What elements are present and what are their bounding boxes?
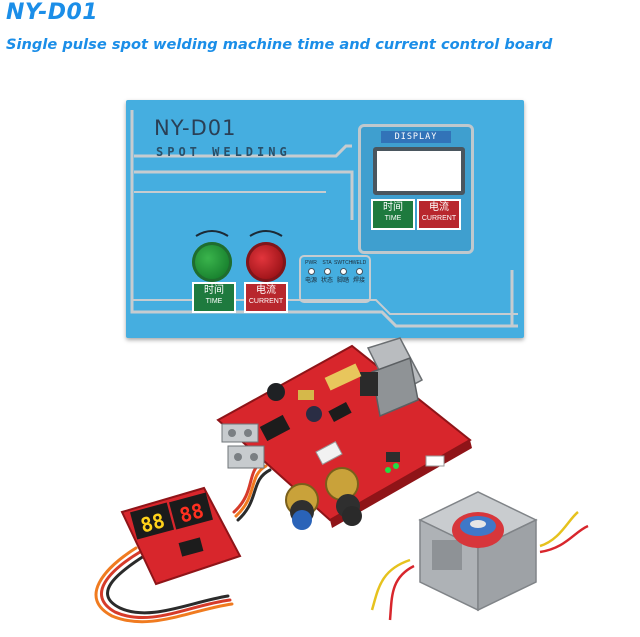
panel-stripes — [130, 110, 518, 328]
led-weld-label: WELD — [351, 260, 367, 266]
led-swtch-indicator — [339, 268, 347, 275]
led-swtch-cn: 脚踏 — [336, 277, 349, 284]
current-button-en: CURRENT — [248, 298, 284, 305]
control-pcb — [216, 337, 472, 530]
time-knob[interactable] — [192, 242, 232, 282]
led-pwr-cn: 电源 — [304, 277, 317, 284]
time-button-en: TIME — [205, 298, 223, 305]
transformer — [370, 491, 589, 621]
module-label: NY-D01 — [159, 490, 181, 501]
led-sta-indicator — [323, 268, 331, 275]
led-swtch: SWTCH 脚踏 — [334, 260, 352, 285]
panel-subtitle: SPOT WELDING — [156, 145, 291, 159]
led-weld: WELD 焊接 — [350, 260, 368, 285]
current-knob[interactable] — [246, 242, 286, 282]
led-pwr-label: PWR — [305, 260, 317, 266]
display-time-en: TIME — [384, 215, 402, 222]
led-sta: STA 状态 — [318, 260, 336, 285]
display-window — [373, 147, 465, 195]
front-panel: NY-D01 SPOT WELDING DISPLAY 时间 TIME 电流 C… — [126, 100, 524, 338]
page-subtitle: Single pulse spot welding machine time a… — [6, 36, 553, 53]
led-sta-label: STA — [322, 260, 332, 266]
display-time-button[interactable]: 时间 TIME — [371, 199, 415, 230]
time-button-cn: 时间 — [204, 285, 224, 296]
led-sta-cn: 状态 — [320, 277, 333, 284]
display-current-cn: 电流 — [429, 202, 449, 213]
display-current-button[interactable]: 电流 CURRENT — [417, 199, 461, 230]
panel-model: NY-D01 — [154, 116, 237, 140]
display-time-cn: 时间 — [383, 202, 403, 213]
display-cable — [94, 460, 272, 624]
current-button-cn: 电流 — [256, 285, 276, 296]
led-weld-cn: 焊接 — [352, 277, 365, 284]
led-pwr: PWR 电源 — [302, 260, 320, 285]
display-frame: DISPLAY 时间 TIME 电流 CURRENT — [358, 124, 474, 254]
display-current-en: CURRENT — [421, 215, 457, 222]
led-weld-indicator — [355, 268, 363, 275]
led-swtch-label: SWTCH — [334, 260, 353, 266]
display-label: DISPLAY — [381, 131, 451, 143]
time-button[interactable]: 时间 TIME — [192, 282, 236, 313]
led-pwr-indicator — [307, 268, 315, 275]
display-module: 88 88 NY-D01 — [120, 486, 242, 586]
current-button[interactable]: 电流 CURRENT — [244, 282, 288, 313]
page-title: NY-D01 — [6, 0, 99, 25]
